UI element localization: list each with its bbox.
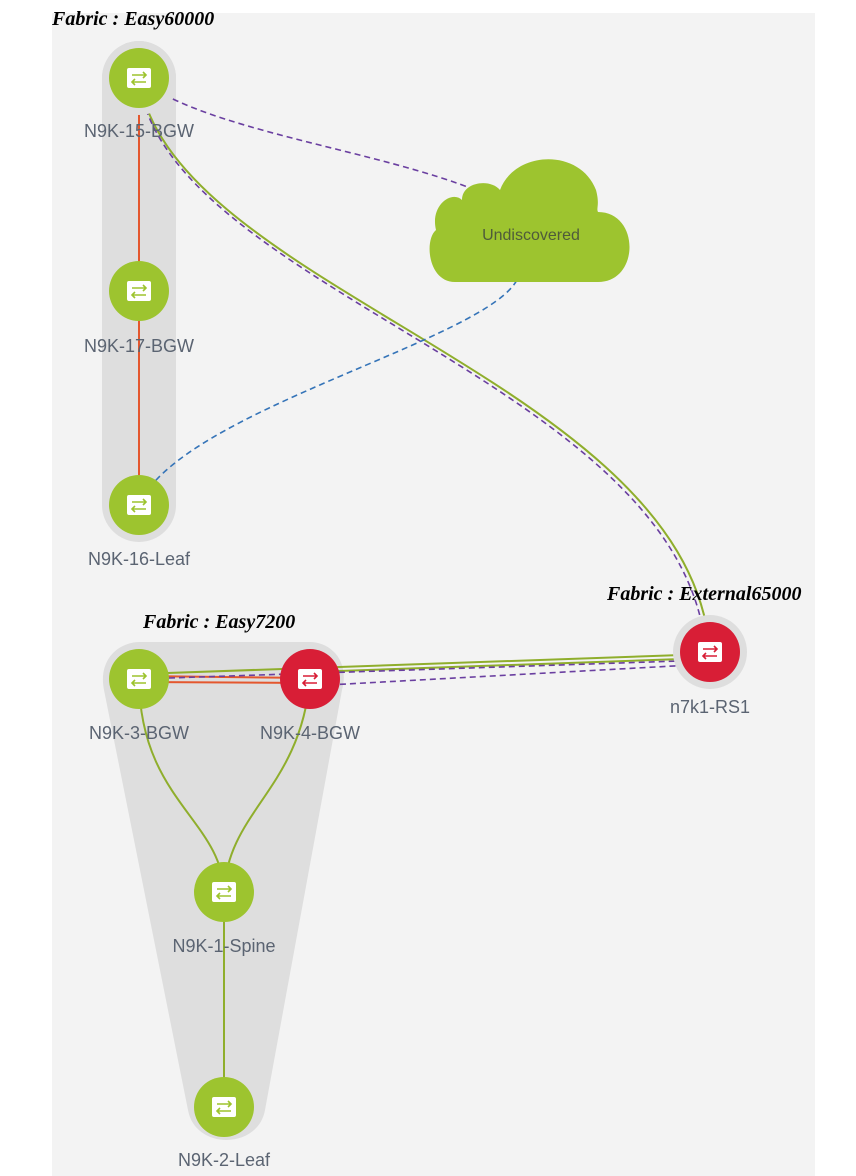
switch-icon [127,68,151,88]
node-label-n16: N9K-16-Leaf [87,549,191,569]
fabric-title-easy7200: Fabric : Easy7200 [143,611,296,633]
link-n15-rs1-purple [138,79,707,653]
switch-icon [698,642,722,662]
node-n3[interactable] [109,649,169,709]
link-n16-cloud [138,277,519,506]
link-n4-rs1-green [309,657,711,673]
node-label-rs1: n7k1-RS1 [669,697,751,717]
link-n3-rs1-purple [138,659,711,680]
node-label-n2: N9K-2-Leaf [177,1150,271,1170]
node-label-n4: N9K-4-BGW [259,723,361,743]
link-n15-rs1-green [138,77,711,653]
switch-icon [127,281,151,301]
node-label-n17: N9K-17-BGW [83,336,195,356]
node-n1[interactable] [194,862,254,922]
undiscovered-cloud[interactable]: Undiscovered [429,159,630,282]
node-label-n15: N9K-15-BGW [83,121,195,141]
link-n3-rs1-green [138,653,711,675]
node-label-n3: N9K-3-BGW [88,723,190,743]
cloud-icon [429,159,630,282]
switch-icon [298,669,322,689]
node-n2[interactable] [194,1077,254,1137]
switch-icon [212,1097,236,1117]
switch-icon [212,882,236,902]
fabric-title-external65000: Fabric : External65000 [607,583,802,605]
link-n4-rs1-purple [309,663,711,687]
link-n15-cloud [138,77,481,193]
node-label-n1: N9K-1-Spine [172,936,276,956]
node-n17[interactable] [109,261,169,321]
node-rs1[interactable] [673,615,747,689]
fabric-title-easy60000: Fabric : Easy60000 [52,8,215,30]
switch-icon [127,669,151,689]
node-n16[interactable] [109,475,169,535]
switch-icon [127,495,151,515]
node-n4[interactable] [280,649,340,709]
nodes [102,41,747,1137]
node-n15[interactable] [102,41,176,115]
cloud-label: Undiscovered [482,227,580,244]
